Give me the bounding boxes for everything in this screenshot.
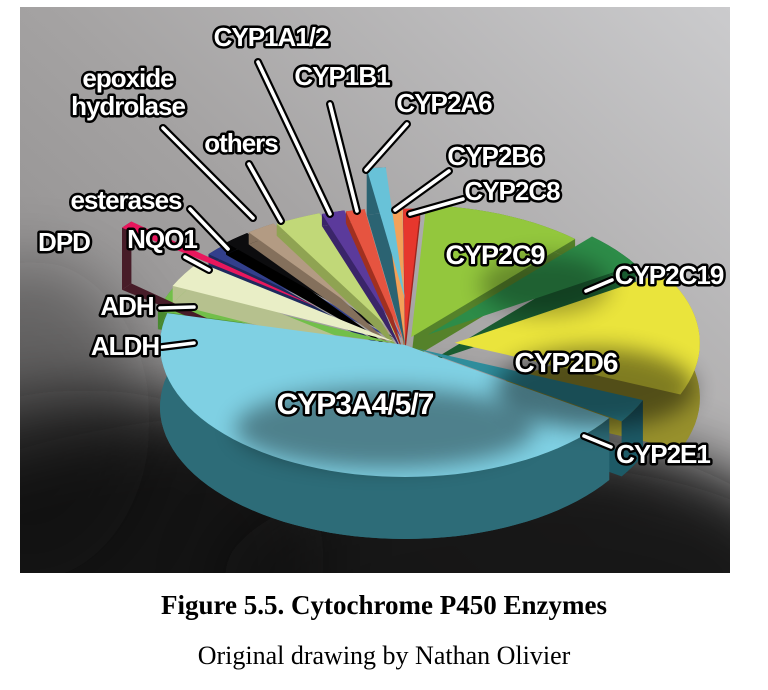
pie-slice-dpd-side xyxy=(122,221,132,290)
slice-label-aldh: ALDH xyxy=(91,331,159,361)
slice-label-cyp2b6: CYP2B6 xyxy=(447,141,543,171)
pie-slice-cyp3a457-side xyxy=(160,313,610,539)
pie-slice-epoxide-underside xyxy=(248,235,397,350)
slice-label-dpd: DPD xyxy=(38,227,90,257)
pie-slice-others-underside xyxy=(276,225,400,351)
cast-shadow-3 xyxy=(20,260,150,573)
leader-line-adh xyxy=(158,305,196,310)
figure-caption: Figure 5.5. Cytochrome P450 Enzymes Orig… xyxy=(0,590,768,671)
slice-label-cyp2d6: CYP2D6 xyxy=(515,347,618,378)
pie-slice-cyp2a6 xyxy=(366,167,405,299)
caption-title: Figure 5.5. Cytochrome P450 Enzymes xyxy=(161,590,607,620)
slice-label-cyp2c8: CYP2C8 xyxy=(464,176,560,206)
caption-credit: Original drawing by Nathan Olivier xyxy=(197,641,571,670)
slice-label-adh: ADH xyxy=(100,291,154,321)
pie-slice-dpd xyxy=(122,221,318,308)
slice-label-cyp2a6: CYP2A6 xyxy=(396,88,492,118)
slice-label-cyp2c19: CYP2C19 xyxy=(615,260,724,290)
pie-slice-cyp1a12-underside xyxy=(321,222,402,351)
leader-line-others xyxy=(247,162,283,223)
leader-line-cyp2c8 xyxy=(408,197,465,216)
slice-label-cyp1b1: CYP1B1 xyxy=(294,61,390,91)
leader-line-nqo1 xyxy=(183,255,211,272)
slice-label-cyp2c9: CYP2C9 xyxy=(445,240,545,270)
surface-shadow-1 xyxy=(235,388,535,468)
leader-line-esterases xyxy=(188,207,230,251)
surface-shadow-0 xyxy=(495,348,695,428)
slice-label-esterases: esterases xyxy=(71,185,183,215)
surface-shadow-2 xyxy=(480,255,610,315)
pie-slice-cyp2a6-underside xyxy=(366,213,405,345)
slice-label-cyp2e1: CYP2E1 xyxy=(616,439,710,469)
slice-label-nqo1: NQO1 xyxy=(127,224,197,254)
leader-line-cyp2c19 xyxy=(584,278,614,293)
pie-slice-cyp1b1 xyxy=(345,209,403,340)
slice-label-cyp1a12: CYP1A1/2 xyxy=(214,22,329,52)
leader-line-aldh xyxy=(160,341,196,349)
leader-line-cyp2a6 xyxy=(364,122,409,172)
leader-line-cyp2b6 xyxy=(393,169,451,212)
slice-label-cyp3a457: CYP3A4/5/7 xyxy=(277,388,434,421)
leader-line-cyp1b1 xyxy=(328,102,359,213)
leader-line-cyp1a12 xyxy=(256,60,332,216)
leader-line-cyp2e1 xyxy=(582,434,613,449)
pie-slice-others xyxy=(276,213,400,339)
pie-slice-cyp1a12 xyxy=(321,210,402,339)
leader-line-epoxide xyxy=(161,126,255,220)
pie-slice-cyp2c8 xyxy=(403,208,421,341)
pie-slice-cyp1b1-underside xyxy=(345,221,403,352)
slice-label-others: others xyxy=(204,128,278,158)
pie-slice-esterases-underside xyxy=(226,245,395,351)
pie-slice-adh xyxy=(172,262,395,342)
